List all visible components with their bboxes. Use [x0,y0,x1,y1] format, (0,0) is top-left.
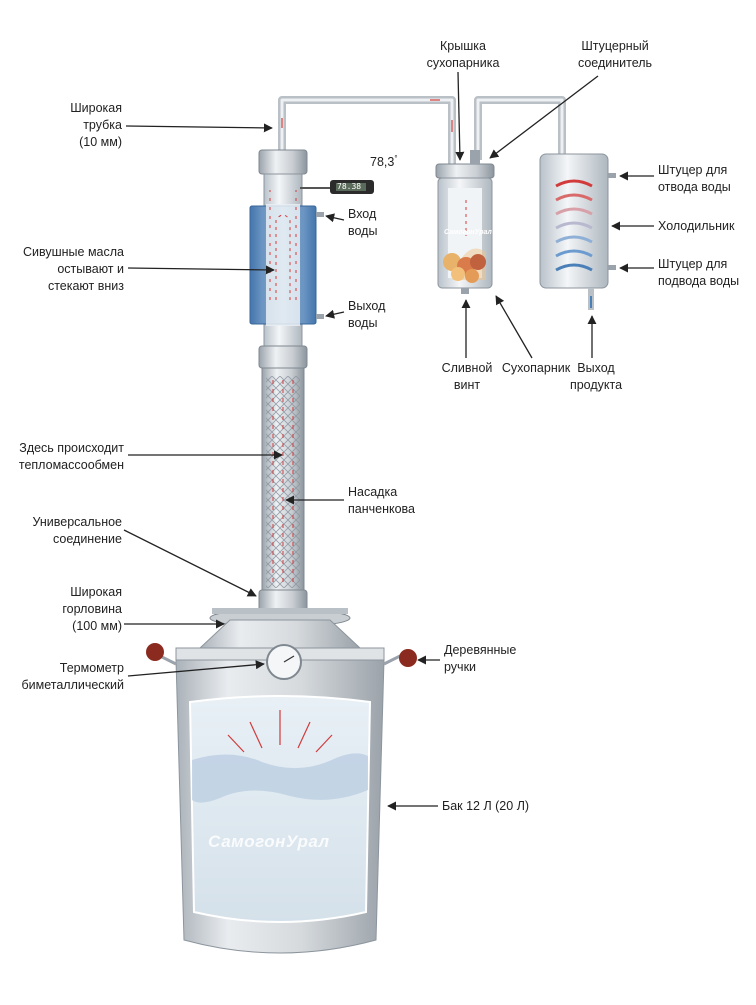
label-cooler: Холодильник [658,218,734,235]
tank [146,608,417,953]
thermometer-display: 78.38 [337,182,361,191]
wooden-handle-right [399,649,417,667]
jar-brand: СамогонУрал [444,229,492,236]
thermometer-reading: 78,3° [370,154,398,169]
dry-steamer [436,150,494,294]
cooler [540,154,616,310]
brand-watermark: СамогонУрал [208,832,330,852]
packing-column [259,368,307,614]
label-tank: Бак 12 Л (20 Л) [442,798,529,815]
wooden-handle-left [146,643,164,661]
reflux-condenser [250,150,324,368]
